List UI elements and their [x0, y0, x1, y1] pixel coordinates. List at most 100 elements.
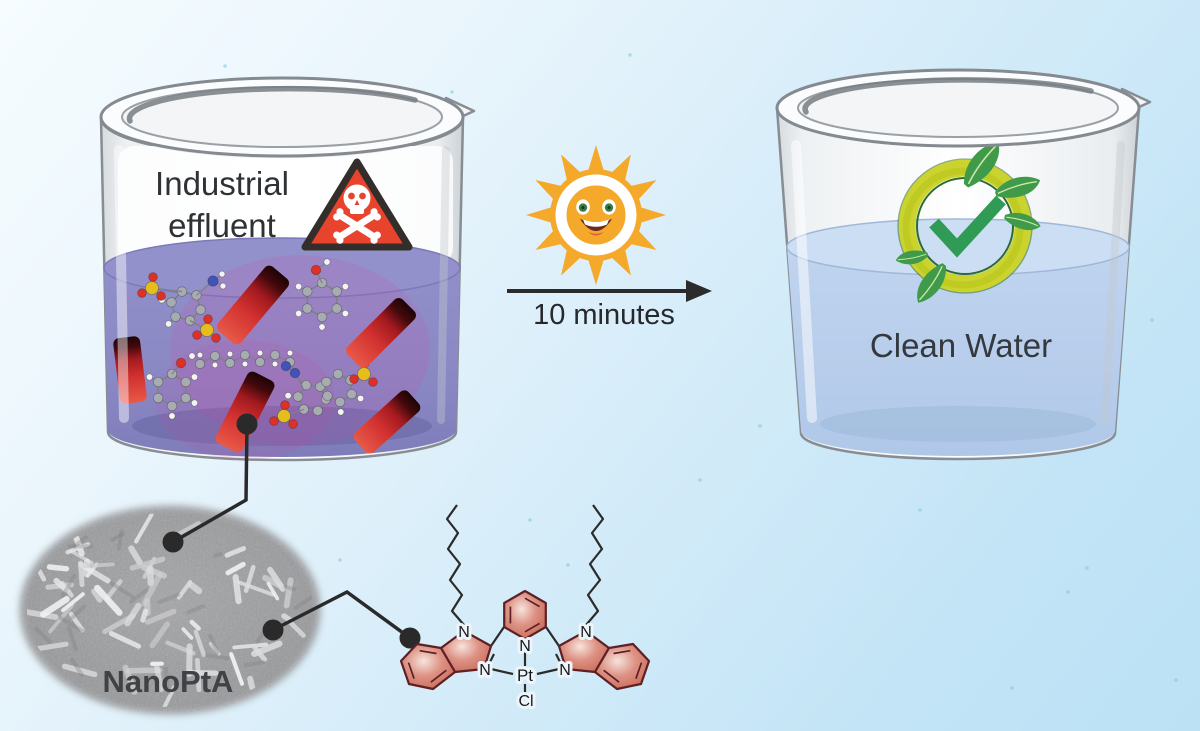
atom [357, 394, 365, 402]
connector-line [272, 589, 412, 640]
atom [321, 376, 332, 388]
sem-rod [224, 546, 247, 558]
sem-rod [193, 629, 206, 657]
n-label: N [479, 662, 491, 679]
sem-rod [232, 642, 269, 650]
sem-rod-shadow [58, 616, 86, 634]
sem-rod [122, 664, 138, 695]
nanorod [216, 265, 290, 345]
benzimidazole-ring [557, 629, 611, 674]
sun-icon [526, 145, 666, 285]
sem-micrograph [20, 506, 320, 714]
atom [334, 396, 346, 408]
atom [188, 352, 196, 360]
sem-rod [134, 513, 154, 544]
glass-highlight [791, 140, 817, 423]
glass-highlight [114, 145, 129, 423]
atom [292, 391, 304, 402]
sem-rod [104, 578, 123, 601]
atom [271, 360, 279, 368]
sem-rod-shadow [212, 551, 223, 558]
industrial-effluent-label: Industrial effluent [128, 163, 316, 247]
sem-rod-shadow [72, 535, 88, 548]
sun-ray [638, 206, 666, 224]
atom [349, 374, 359, 384]
speckle [918, 508, 922, 512]
atom [219, 282, 227, 290]
atom [226, 350, 234, 358]
sem-rod [37, 569, 47, 582]
sem-rod-shadow [163, 666, 171, 695]
sem-rod [195, 657, 202, 693]
sem-rod [73, 535, 85, 557]
hazard-warning-icon [301, 158, 413, 251]
sem-rod [60, 592, 85, 613]
atom [332, 368, 344, 380]
aromatic-inner-bonds [407, 597, 643, 683]
sem-rod [78, 560, 85, 588]
sem-rod [283, 577, 294, 609]
sem-rod [267, 566, 286, 592]
atom [368, 377, 378, 387]
atom [312, 405, 323, 416]
atom [207, 275, 219, 287]
sem-rod [165, 640, 196, 656]
sem-rod [91, 588, 103, 603]
right-beaker [775, 68, 1152, 461]
atom [318, 323, 326, 331]
cl-label: Cl [518, 693, 533, 710]
atom [346, 388, 357, 400]
speckle [758, 424, 762, 428]
sem-rod [61, 663, 98, 678]
skull-crossbones-icon [333, 184, 381, 244]
liquid-glow [170, 255, 430, 445]
atom [256, 349, 264, 357]
atom [195, 359, 205, 369]
sem-rod [94, 584, 123, 616]
atom [301, 380, 312, 391]
liquid-surface [103, 237, 461, 299]
atom [211, 361, 219, 369]
atom [255, 357, 265, 367]
atom [310, 264, 322, 276]
sem-rod-shadow [129, 588, 149, 604]
eco-check-icon [895, 141, 1041, 303]
water-bottom-shade [820, 406, 1096, 442]
atom [203, 314, 213, 324]
sem-rod [266, 581, 280, 601]
atom [148, 272, 158, 282]
atom [218, 270, 226, 278]
speckle [528, 518, 532, 522]
atom [180, 376, 192, 388]
atom [200, 323, 214, 337]
effluent-liquid [104, 268, 460, 457]
reaction-arrow [507, 280, 712, 302]
atom [190, 399, 199, 407]
sem-rod [181, 627, 194, 640]
sem-rod [189, 619, 201, 631]
leaf-icon [895, 141, 1041, 303]
sem-rod [68, 611, 86, 633]
atom [269, 416, 279, 426]
pt-label: Pt [517, 666, 533, 685]
label-line1: Industrial [155, 165, 289, 202]
sem-rod [162, 685, 176, 707]
sem-rod-shadow [69, 657, 85, 678]
sem-rod-shadow [116, 529, 124, 551]
n-label: N [458, 624, 470, 641]
atom [323, 258, 331, 266]
speckle [1066, 590, 1070, 594]
speckle [1150, 318, 1154, 322]
n-label: N [519, 638, 531, 655]
sem-rod [150, 661, 164, 666]
sem-rod [252, 645, 268, 662]
sem-rod-shadow [186, 604, 205, 615]
pyridine-ring [503, 589, 547, 641]
connector-dot [262, 619, 284, 641]
atom [270, 350, 280, 360]
sem-rod [149, 621, 171, 649]
clean-water-label: Clean Water [869, 327, 1053, 364]
sem-rod [247, 675, 256, 691]
atom [316, 311, 328, 323]
